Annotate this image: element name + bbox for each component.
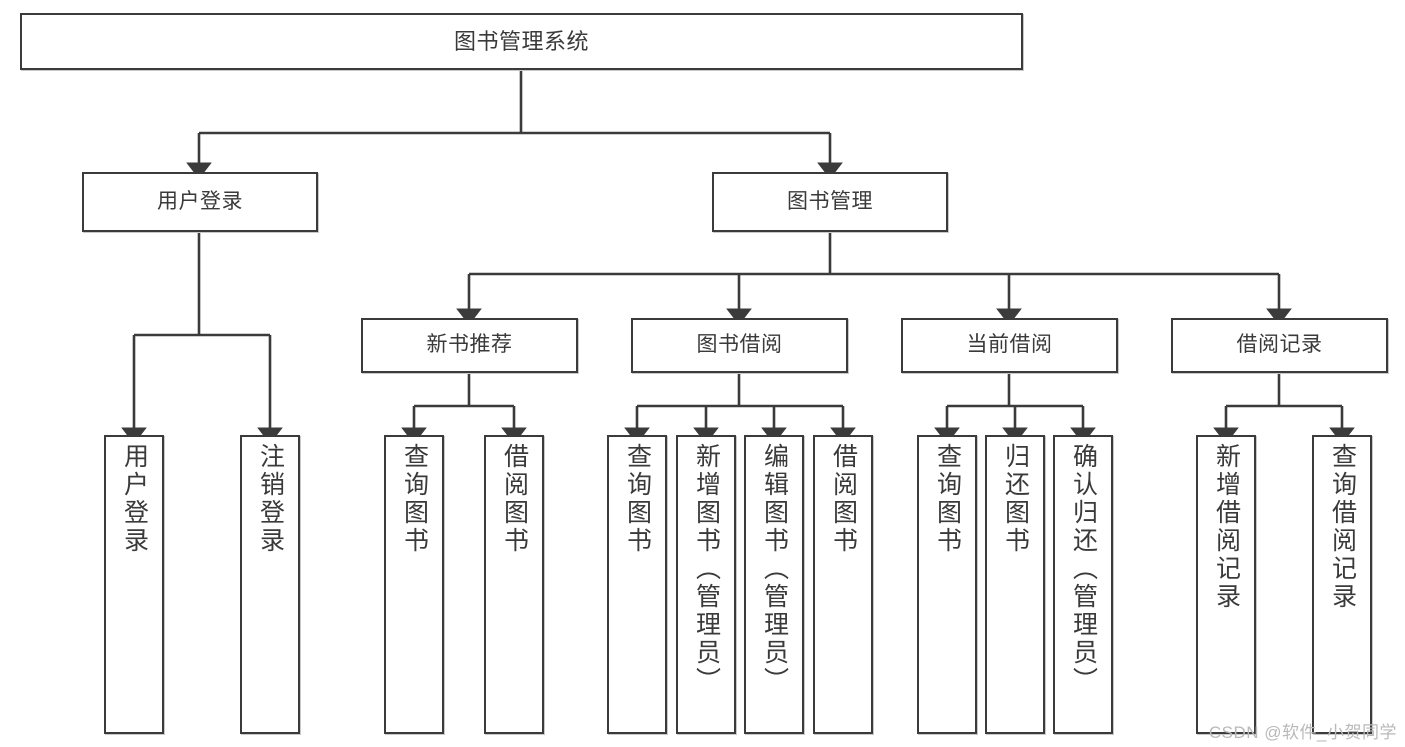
node-label: 新书推荐	[426, 333, 513, 357]
node-new-book-recommend[interactable]: 新书推荐	[361, 318, 578, 373]
node-label: 当前借阅	[966, 333, 1053, 357]
node-book-manage[interactable]: 图书管理	[712, 172, 948, 232]
leaf-query-book-new-recommend[interactable]: 查询图书	[384, 435, 444, 734]
leaf-query-borrow-record[interactable]: 查询借阅记录	[1312, 435, 1372, 734]
node-label: 查询图书	[933, 443, 962, 555]
node-label: 借阅图书	[829, 443, 858, 555]
node-root-system[interactable]: 图书管理系统	[20, 13, 1023, 70]
node-label: 借阅图书	[500, 443, 529, 555]
leaf-return-book[interactable]: 归还图书	[985, 435, 1045, 734]
leaf-borrow-book-new-recommend[interactable]: 借阅图书	[484, 435, 544, 734]
leaf-query-book-borrow[interactable]: 查询图书	[607, 435, 667, 734]
node-label: 注销登录	[256, 443, 285, 555]
node-user-login[interactable]: 用户登录	[82, 172, 318, 232]
leaf-confirm-return-admin[interactable]: 确认归还（管理员）	[1053, 435, 1113, 734]
node-label: 新增借阅记录	[1212, 443, 1241, 611]
node-label: 图书管理系统	[453, 28, 589, 54]
leaf-add-borrow-record[interactable]: 新增借阅记录	[1196, 435, 1256, 734]
leaf-borrow-book-borrow[interactable]: 借阅图书	[813, 435, 873, 734]
leaf-user-login[interactable]: 用户登录	[104, 435, 164, 734]
node-label: 用户登录	[157, 189, 243, 213]
node-book-borrow[interactable]: 图书借阅	[631, 318, 848, 373]
node-label: 查询图书	[623, 443, 652, 555]
watermark-text: CSDN @软件_小贺同学	[1208, 723, 1397, 742]
node-label: 图书管理	[787, 189, 873, 213]
leaf-add-book-admin[interactable]: 新增图书（管理员）	[676, 435, 736, 734]
node-label: 新增图书（管理员）	[692, 443, 721, 695]
node-label: 归还图书	[1001, 443, 1030, 555]
node-borrow-record[interactable]: 借阅记录	[1171, 318, 1388, 373]
leaf-query-book-current[interactable]: 查询图书	[917, 435, 977, 734]
node-label: 确认归还（管理员）	[1069, 443, 1098, 695]
leaf-edit-book-admin[interactable]: 编辑图书（管理员）	[744, 435, 804, 734]
leaf-logout-login[interactable]: 注销登录	[240, 435, 300, 734]
node-label: 图书借阅	[696, 333, 783, 357]
node-label: 用户登录	[120, 443, 149, 555]
node-label: 查询借阅记录	[1328, 443, 1357, 611]
node-label: 借阅记录	[1236, 333, 1323, 357]
node-label: 查询图书	[400, 443, 429, 555]
node-label: 编辑图书（管理员）	[760, 443, 789, 695]
node-current-borrow[interactable]: 当前借阅	[901, 318, 1118, 373]
